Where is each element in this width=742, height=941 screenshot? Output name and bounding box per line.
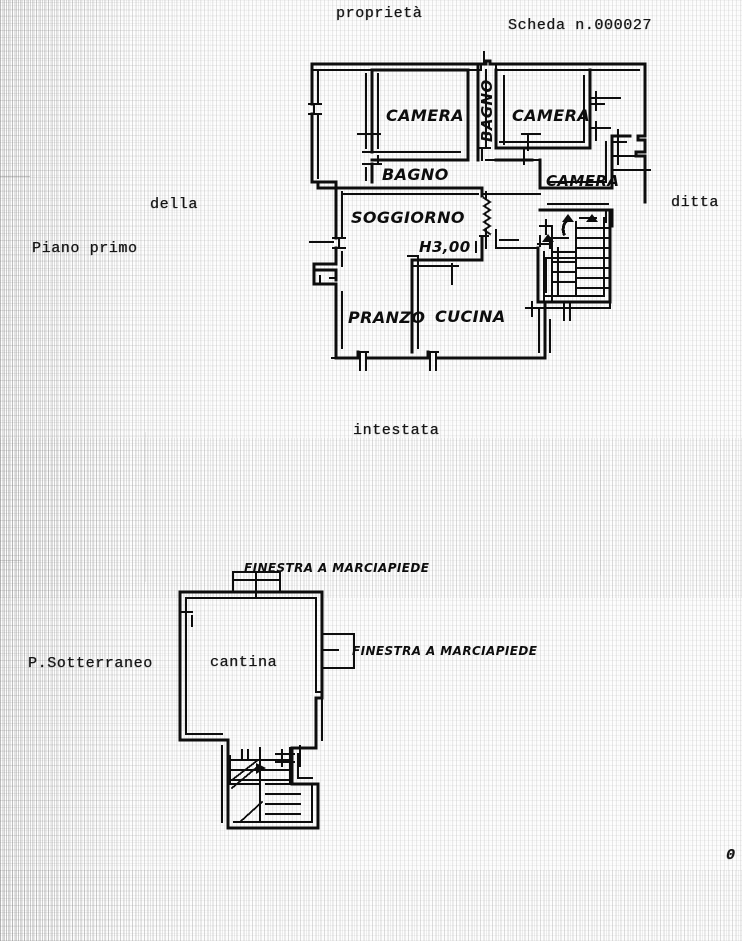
room-label-pranzo: PRANZO <box>348 308 426 327</box>
scan-noise-band-middle <box>0 438 742 598</box>
room-label-camera-east: CAMERA <box>546 172 620 190</box>
stair-arrow-landing <box>542 234 554 242</box>
basement-stair-arrow <box>256 763 266 774</box>
room-label-camera-right: CAMERA <box>512 106 591 125</box>
scheda-number-label: Scheda n.000027 <box>508 17 653 34</box>
ceiling-height-annotation: H3,00 <box>419 238 471 256</box>
form-rule-left-lower <box>0 560 22 561</box>
form-rule-vertical-right <box>600 455 601 575</box>
room-label-soggiorno: SOGGIORNO <box>351 208 465 227</box>
corner-page-mark: 0 <box>726 847 736 864</box>
room-label-bagno-center: BAGNO <box>478 79 496 142</box>
room-label-cantina: cantina <box>210 654 278 671</box>
floor-label-piano-primo: Piano primo <box>32 240 138 257</box>
floor-label-sotterraneo: P.Sotterraneo <box>28 655 153 672</box>
form-rule-vertical-mid <box>145 432 146 582</box>
note-finestra-marciapiede-right: FINESTRA A MARCIAPIEDE <box>352 644 538 658</box>
ditta-label: ditta <box>671 194 720 211</box>
basement-floor-plan-drawing <box>178 571 355 830</box>
first-floor-plan-drawing <box>308 51 651 371</box>
room-label-bagno-lower: BAGNO <box>382 165 449 184</box>
form-rule-left-upper <box>0 176 30 177</box>
room-label-cucina: CUCINA <box>435 307 506 326</box>
intestata-label: intestata <box>353 422 440 439</box>
scan-noise-band-bottom <box>0 870 742 941</box>
room-label-camera-left: CAMERA <box>386 106 465 125</box>
della-label: della <box>150 196 199 213</box>
stair-arrow-up <box>562 214 574 222</box>
note-finestra-marciapiede-top: FINESTRA A MARCIAPIEDE <box>244 561 430 575</box>
stair-arrow-down <box>586 214 598 222</box>
header-proprieta-label: proprietà <box>336 5 423 22</box>
